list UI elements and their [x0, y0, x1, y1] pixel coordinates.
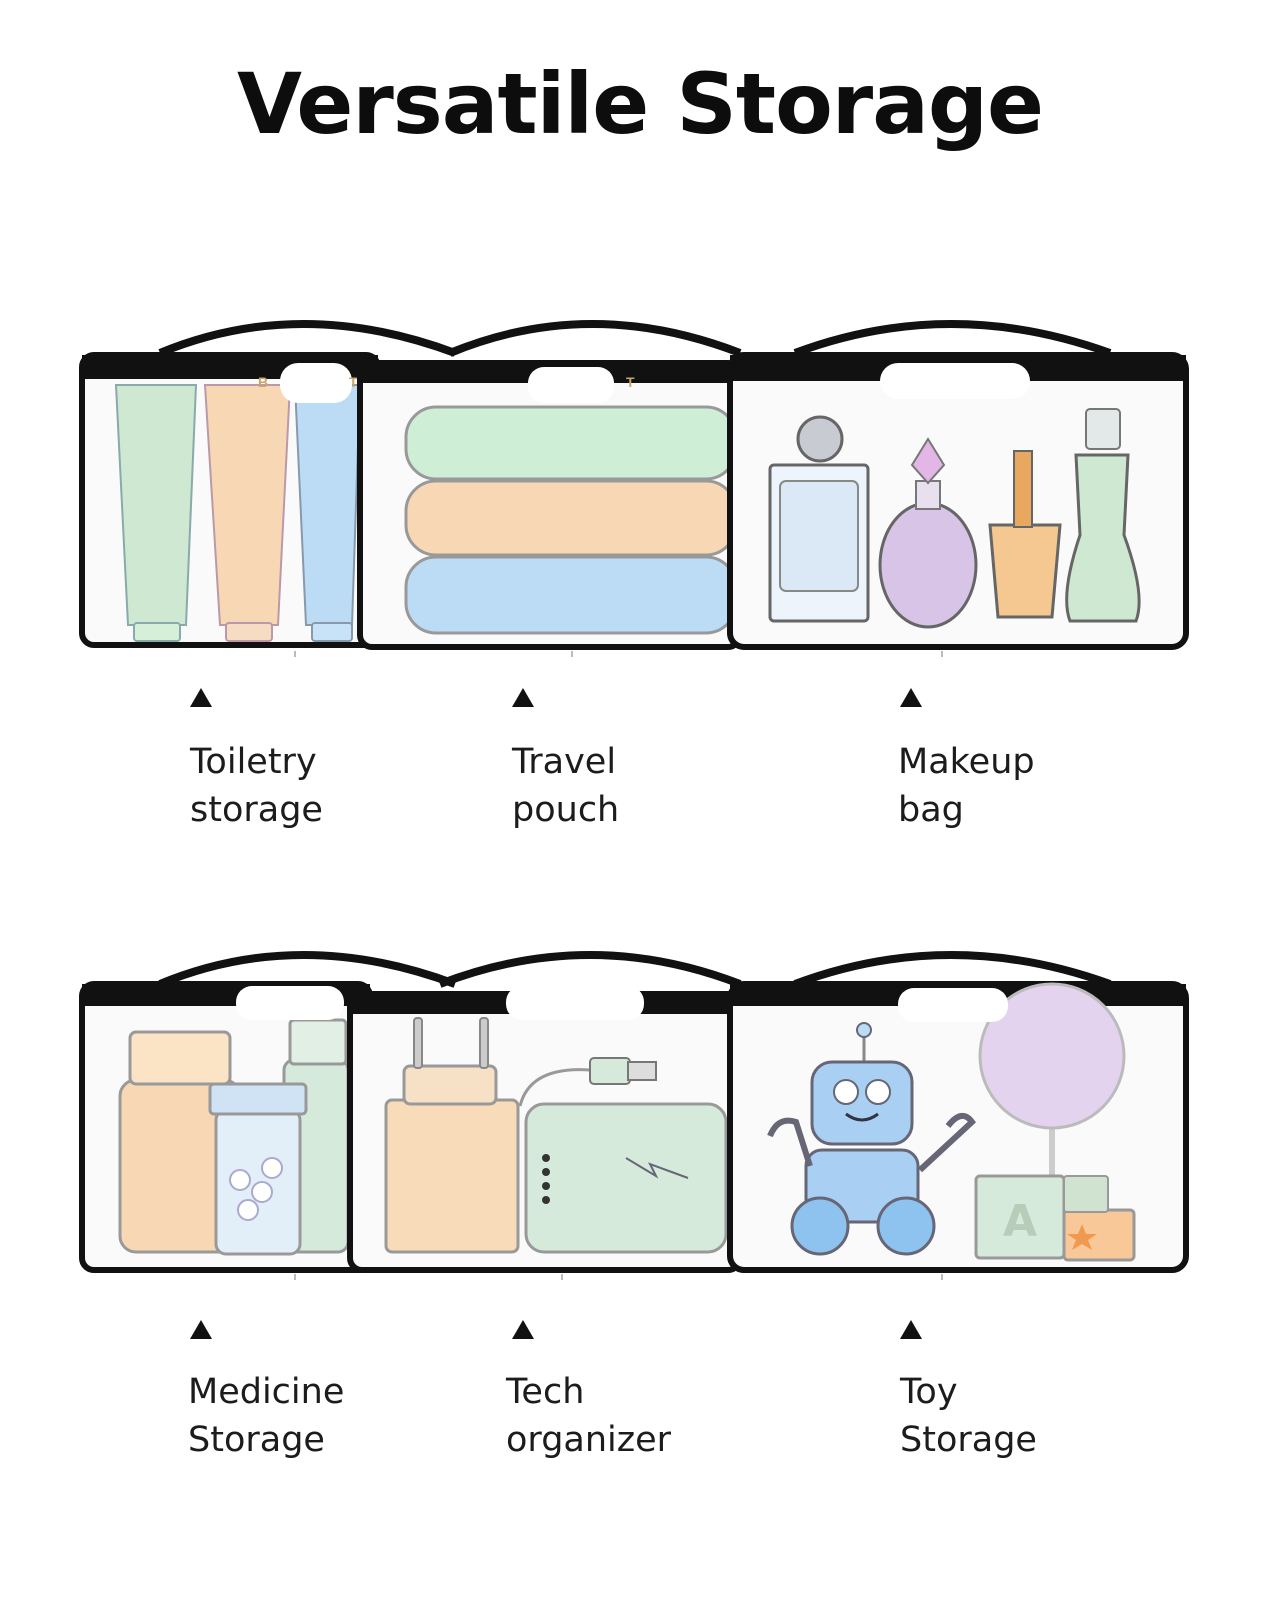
tech-bag-illustration — [347, 951, 743, 1273]
brand-fragment-left: B — [258, 374, 268, 390]
up-arrow-marker-icon — [900, 1320, 922, 1339]
toy-bag-illustration: A — [727, 951, 1189, 1273]
medicine-bag-illustration — [79, 951, 457, 1273]
bag-handle-icon — [793, 951, 1112, 988]
bags-row-bottom: A — [0, 940, 1280, 1300]
page-title: Versatile Storage — [236, 55, 1044, 153]
svg-text:A: A — [1003, 1196, 1037, 1247]
toiletry-tubes-icon — [114, 384, 362, 642]
folded-towels-icon — [404, 405, 738, 635]
brand-fragment-right: T — [626, 374, 635, 390]
perfume-bottles-icon — [768, 408, 1141, 629]
charger-and-power-bank-icon — [384, 1017, 728, 1254]
robot-and-toys-icon: A — [767, 982, 1136, 1262]
brand-fragment-right: T — [349, 374, 358, 390]
up-arrow-marker-icon — [900, 688, 922, 707]
up-arrow-marker-icon — [512, 1320, 534, 1339]
bag-handle-icon — [438, 951, 742, 988]
toiletry-bag-illustration: B T — [79, 320, 457, 648]
travel-bag-illustration: T — [357, 320, 743, 650]
bag-handle-icon — [448, 320, 742, 357]
up-arrow-marker-icon — [190, 1320, 212, 1339]
bag-handle-icon — [158, 320, 457, 357]
up-arrow-marker-icon — [512, 688, 534, 707]
bags-row-top: B T T — [0, 305, 1280, 665]
bag-handle-icon — [793, 320, 1112, 357]
up-arrow-marker-icon — [190, 688, 212, 707]
bag-handle-icon — [158, 951, 457, 988]
makeup-bag-illustration — [727, 320, 1189, 650]
